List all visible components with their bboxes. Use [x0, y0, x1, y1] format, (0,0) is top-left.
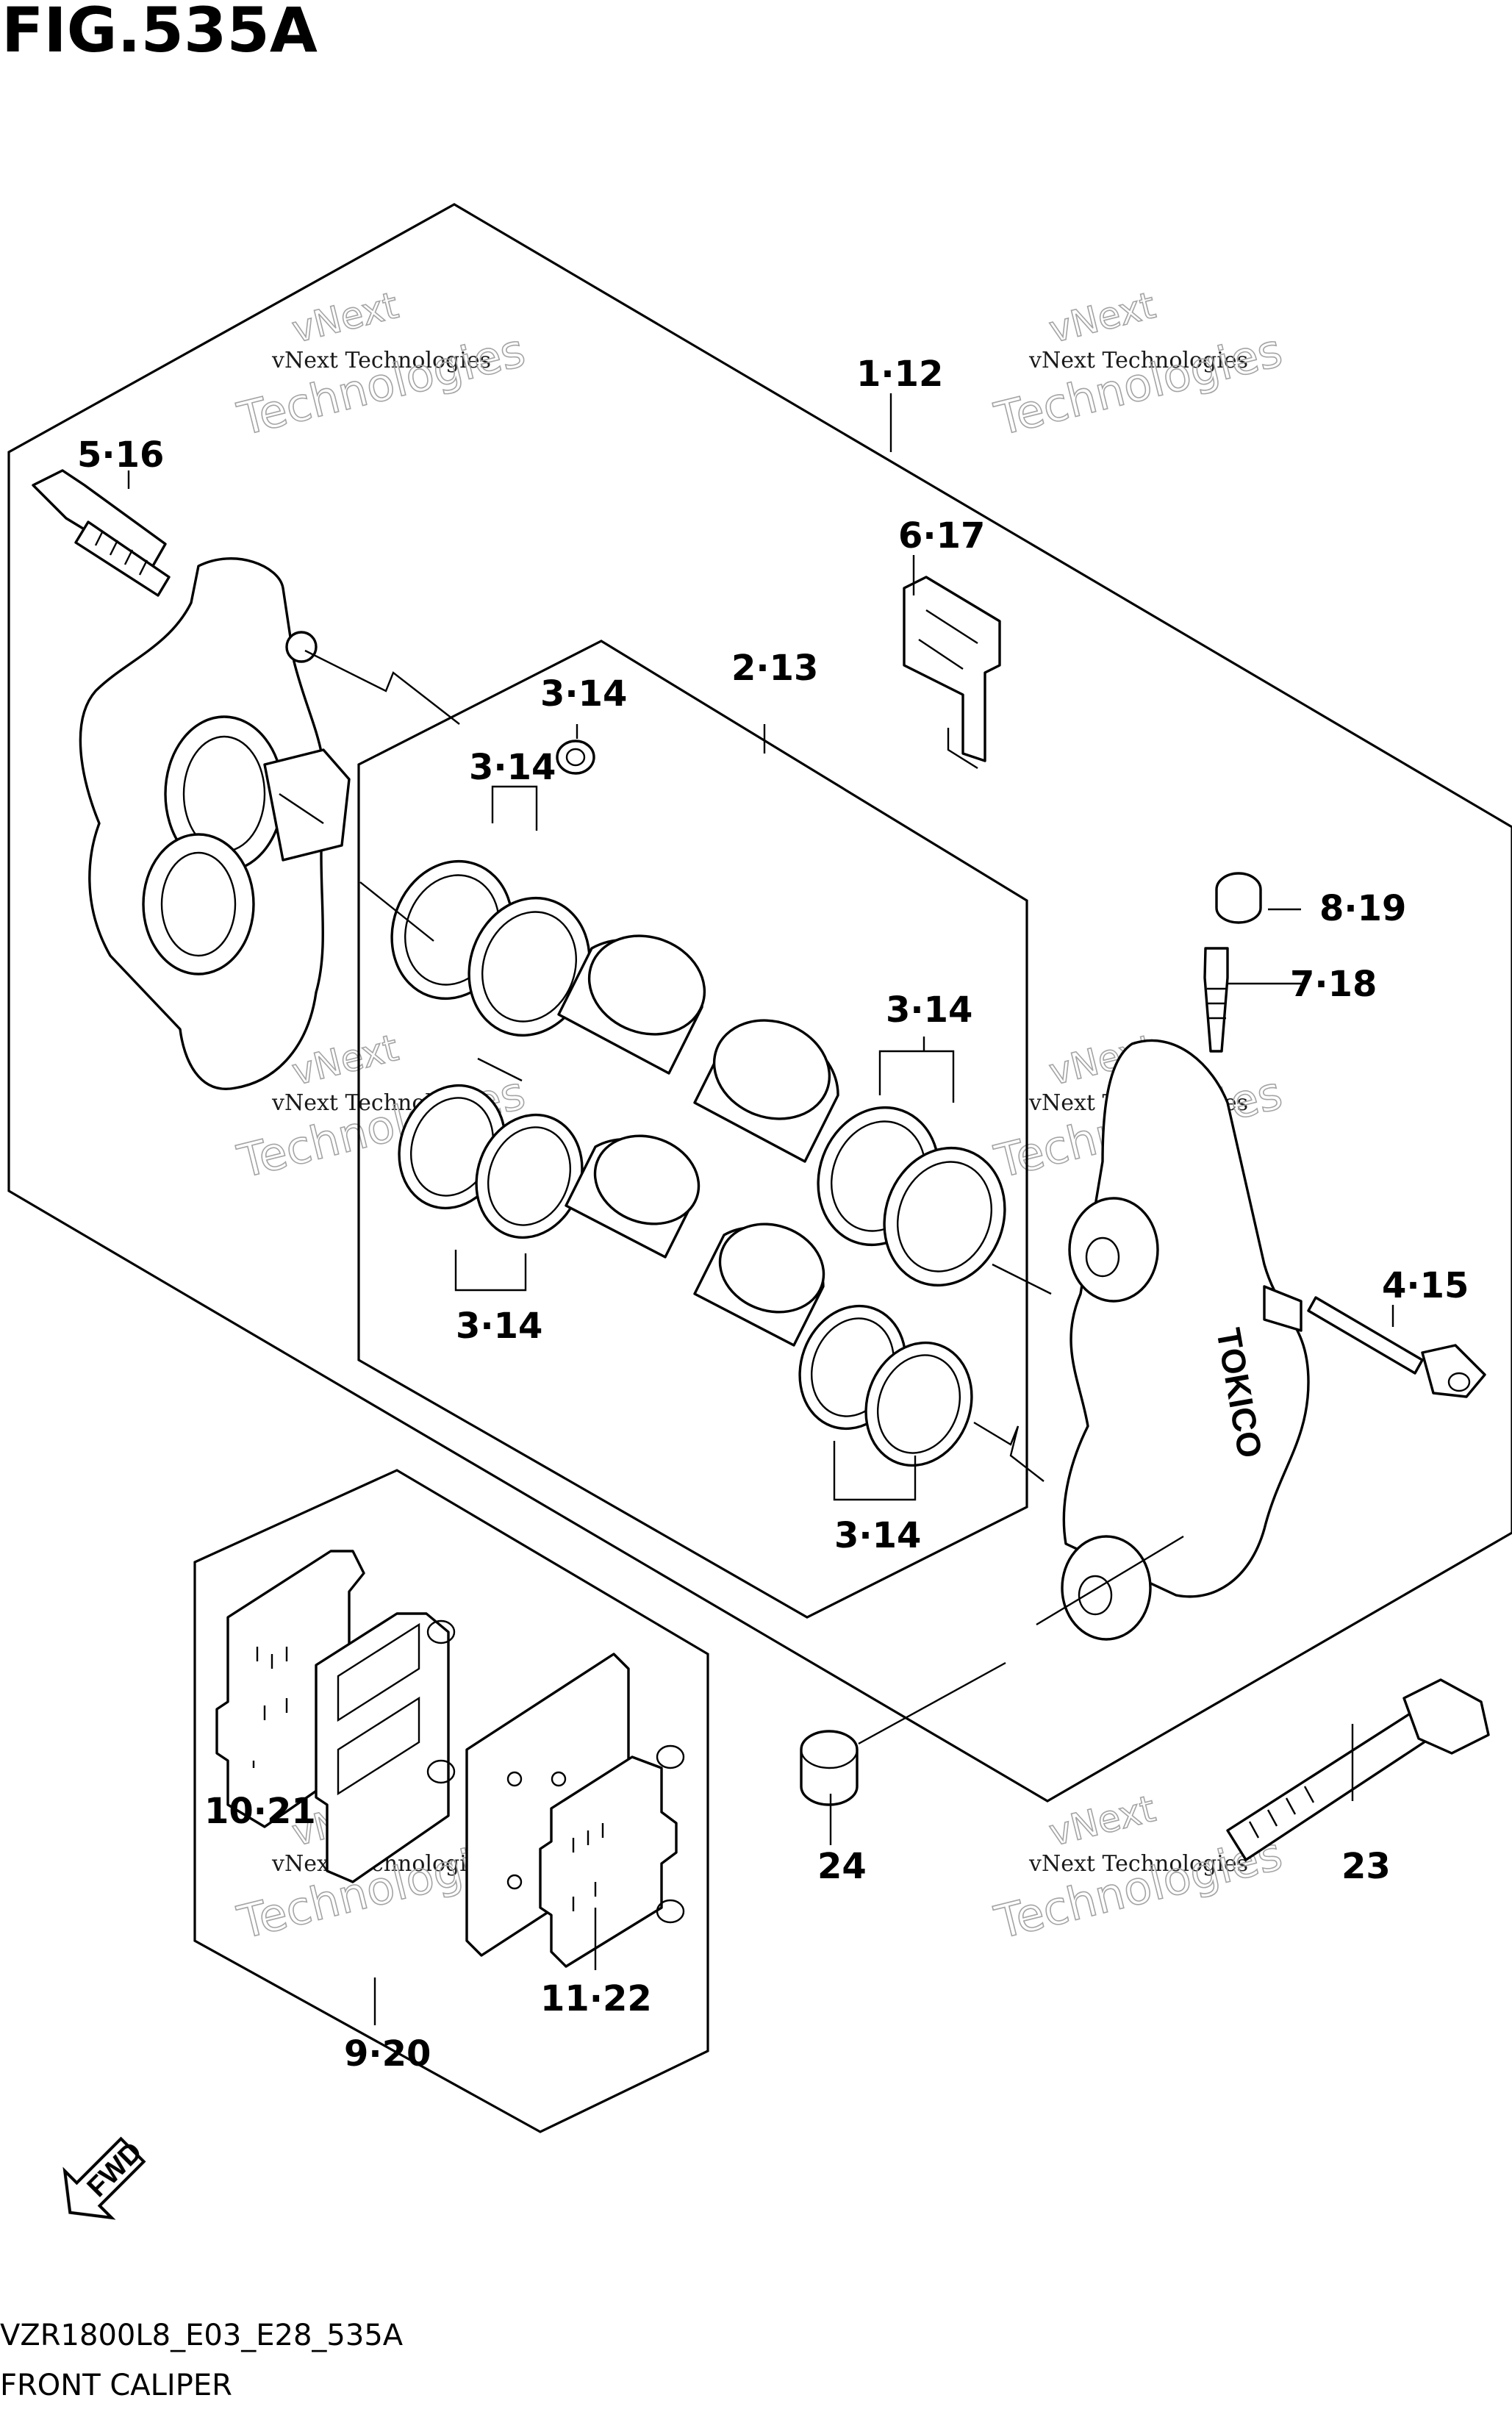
callout-24: 24 [817, 1846, 867, 1887]
callout-3-14e: 3·14 [834, 1515, 921, 1556]
pad-shim-right [539, 1744, 685, 1968]
callout-6-17: 6·17 [898, 515, 985, 556]
mounting-bolt [1226, 1678, 1490, 1861]
svg-text:vNext: vNext [1045, 284, 1160, 351]
diagram-code: VZR1800L8_E03_E28_535A [0, 2319, 404, 2352]
watermark: vNext vNext Technologies Technologies [232, 283, 531, 446]
pad-pin [1307, 1296, 1486, 1398]
callout-1-12: 1·12 [856, 354, 943, 395]
callout-2-13: 2·13 [731, 648, 818, 689]
small-seal [556, 740, 595, 775]
callout-5-16: 5·16 [77, 434, 164, 476]
svg-text:vNext Technologies: vNext Technologies [1028, 348, 1248, 373]
right-caliper-half: TOKICO [1061, 1039, 1310, 1641]
callout-23: 23 [1341, 1846, 1391, 1887]
piston-seal-set [390, 859, 1006, 1467]
callout-3-14d: 3·14 [456, 1306, 542, 1347]
bleeder-valve [1203, 947, 1229, 1053]
svg-text:vNext: vNext [1045, 1787, 1160, 1855]
piston-kit-frame [357, 640, 1028, 1619]
callout-10-21: 10·21 [204, 1791, 316, 1832]
pad-spring [903, 576, 1001, 770]
svg-text:vNext: vNext [288, 1026, 403, 1094]
callout-9-20: 9·20 [344, 2033, 431, 2075]
caliper-bolt [32, 469, 171, 597]
callout-3-14c: 3·14 [886, 989, 972, 1031]
callout-4-15: 4·15 [1382, 1265, 1469, 1306]
piston-set [557, 934, 839, 1347]
watermark: vNext vNext Technologies Technologies [989, 1786, 1288, 1950]
svg-text:vNext Technologies: vNext Technologies [271, 348, 491, 373]
svg-text:Technologies: Technologies [989, 323, 1287, 446]
brake-pad-left [315, 1612, 456, 1883]
svg-text:Technologies: Technologies [232, 323, 530, 446]
caliper-assembly-frame [7, 203, 1512, 1803]
callout-7-18: 7·18 [1290, 964, 1377, 1005]
callout-labels: 1·12 2·13 3·14 3·14 3·14 3·14 3·14 4·15 … [77, 354, 1469, 2075]
callout-11-22: 11·22 [540, 1978, 652, 2019]
svg-text:vNext Technologies: vNext Technologies [1028, 1851, 1248, 1877]
brake-pad-frame [193, 1469, 709, 2133]
watermark: vNext vNext Technologies Technologies [989, 283, 1288, 446]
spacer-collar [800, 1730, 859, 1806]
leader-lines [127, 393, 1394, 2025]
callout-8-19: 8·19 [1319, 888, 1406, 929]
figure-title: FIG.535A [1, 0, 318, 66]
callout-3-14a: 3·14 [540, 673, 627, 715]
section-name: FRONT CALIPER [0, 2369, 232, 2402]
left-caliper-half [79, 557, 351, 1090]
callout-3-14b: 3·14 [469, 747, 556, 788]
svg-text:vNext: vNext [288, 284, 403, 351]
bleeder-cap [1215, 872, 1262, 924]
forward-direction-badge: FWD [62, 2136, 148, 2220]
